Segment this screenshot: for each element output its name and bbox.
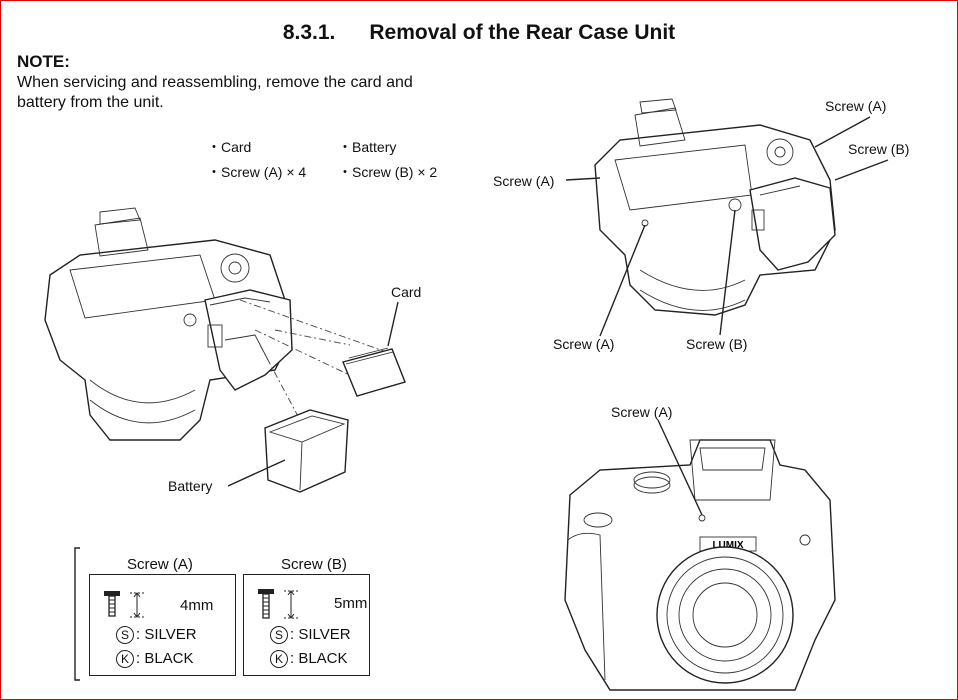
label-screw-b-top-right: Screw (B)	[848, 141, 910, 157]
label-screw-a-bottom: Screw (A)	[553, 336, 615, 352]
battery-drawing	[264, 409, 349, 493]
section-number: 8.3.1.	[282, 21, 336, 44]
silver-key-icon: S	[270, 626, 288, 645]
legend-screw-b-silver: S: SILVER	[270, 626, 351, 645]
legend-screw-b-length: 5mm	[334, 595, 368, 612]
item-card: Card	[207, 137, 251, 157]
screw-b-icon	[258, 589, 298, 619]
rear-camera-left-drawing	[44, 207, 293, 441]
black-key-icon: K	[270, 650, 288, 669]
item-screw-b: Screw (B) × 2	[338, 162, 437, 182]
label-screw-b-bottom: Screw (B)	[686, 336, 748, 352]
item-screw-a: Screw (A) × 4	[207, 162, 306, 182]
legend-screw-a-length: 4mm	[180, 597, 214, 614]
sd-card-drawing	[342, 347, 406, 397]
legend-screw-b-title: Screw (B)	[281, 556, 347, 573]
item-battery: Battery	[338, 137, 396, 157]
brand-mark: LUMIX	[712, 540, 743, 551]
label-battery: Battery	[168, 478, 213, 494]
legend-screw-b-black: K: BLACK	[270, 650, 348, 669]
screw-a-icon	[104, 591, 144, 618]
rear-camera-right-drawing	[594, 98, 836, 316]
legend-screw-b-box: 5mm S: SILVER K: BLACK	[243, 574, 370, 676]
note-text: When servicing and reassembling, remove …	[17, 74, 413, 111]
note-heading: NOTE:	[17, 52, 70, 71]
legend-screw-a-silver: S: SILVER	[116, 626, 197, 645]
label-card: Card	[391, 284, 422, 300]
page-title: 8.3.1. Removal of the Rear Case Unit	[0, 21, 958, 45]
label-screw-a-left: Screw (A)	[493, 173, 555, 189]
legend-screw-a-box: 4mm S: SILVER K: BLACK	[89, 574, 236, 676]
black-key-icon: K	[116, 650, 134, 669]
legend-screw-a-title: Screw (A)	[127, 556, 193, 573]
front-camera-drawing: LUMIX	[564, 439, 836, 691]
section-title: Removal of the Rear Case Unit	[369, 21, 676, 44]
silver-key-icon: S	[116, 626, 134, 645]
legend-screw-a-black: K: BLACK	[116, 650, 194, 669]
label-screw-a-top-right: Screw (A)	[825, 98, 887, 114]
label-screw-a-front: Screw (A)	[611, 404, 673, 420]
